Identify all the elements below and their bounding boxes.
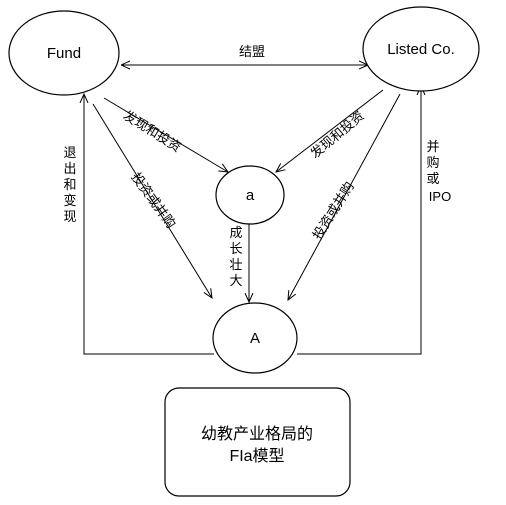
fund-discover-label: 发现和投资 — [121, 108, 184, 155]
grow-char: 壮 — [229, 257, 242, 272]
exit-char: 退 — [63, 145, 76, 160]
merge-ipo-char: IPO — [429, 189, 451, 204]
fund-to-a-arrow — [103, 97, 228, 172]
listed-co-label: Listed Co. — [387, 41, 455, 58]
exit-char: 和 — [63, 177, 76, 192]
big-A-label: A — [250, 330, 260, 347]
exit-label: 退 出 和 变 现 — [63, 145, 76, 224]
merge-ipo-char: 购 — [426, 155, 439, 170]
caption-line1: 幼教产业格局的 — [201, 425, 313, 443]
small-a-node — [215, 165, 285, 225]
listed-discover-label: 发现和投资 — [307, 108, 366, 161]
grow-label: 成 长 壮 大 — [229, 225, 242, 288]
small-a-label: a — [246, 187, 255, 204]
caption-line2: FIa模型 — [229, 447, 284, 465]
listed-co-node — [362, 6, 480, 92]
listed-to-A-arrow — [288, 93, 401, 300]
caption-box — [164, 387, 351, 497]
listed-invest-label: 投资或并购 — [310, 179, 357, 242]
merge-ipo-label: 并 购 或 IPO — [426, 139, 451, 204]
fund-node — [8, 10, 120, 96]
alliance-label: 结盟 — [239, 44, 265, 59]
merge-ipo-arrow — [297, 86, 421, 355]
fund-invest-label: 投资或并购 — [128, 170, 178, 231]
grow-char: 大 — [229, 273, 242, 288]
merge-ipo-char: 或 — [426, 171, 439, 186]
fund-label: Fund — [47, 45, 81, 62]
exit-char: 现 — [63, 209, 76, 224]
exit-char: 出 — [63, 161, 76, 176]
merge-ipo-char: 并 — [426, 139, 439, 154]
big-A-node — [212, 302, 298, 374]
grow-char: 成 — [229, 225, 242, 240]
exit-char: 变 — [63, 193, 76, 208]
fund-to-A-arrow — [92, 103, 212, 298]
listed-to-a-arrow — [276, 89, 384, 172]
exit-arrow — [84, 94, 214, 355]
grow-char: 长 — [229, 241, 242, 256]
